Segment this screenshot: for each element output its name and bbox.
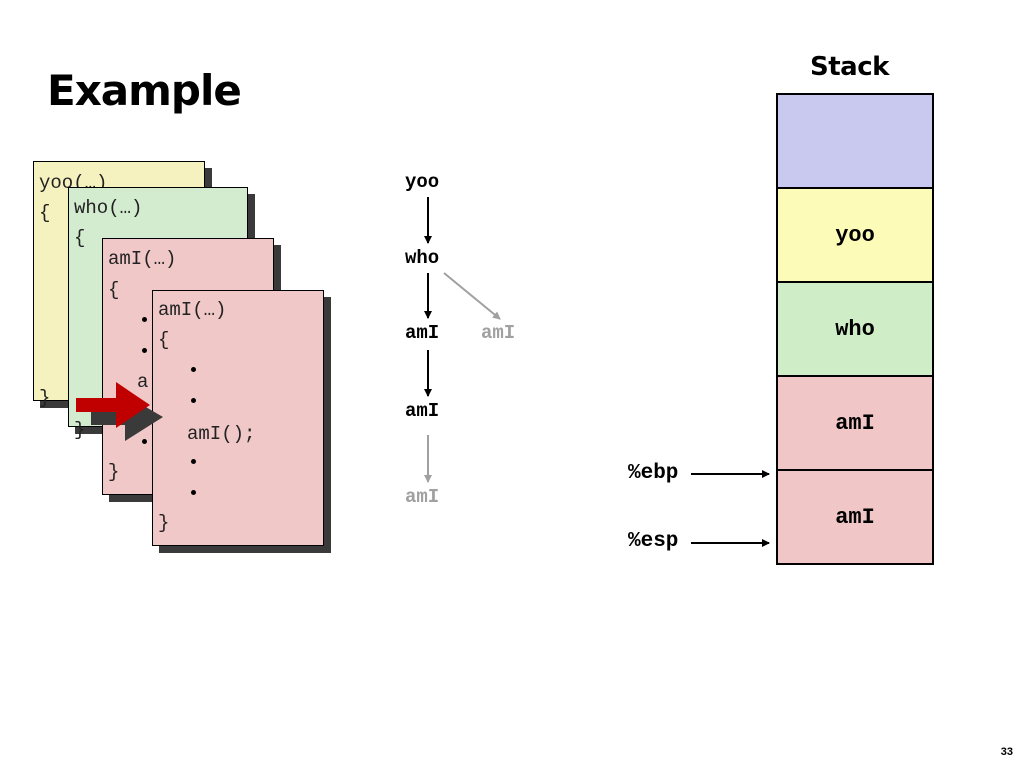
tree-node-who: who: [405, 247, 440, 269]
tree-node-ami-side: amI: [481, 322, 516, 344]
current-execution-arrow-icon: [76, 382, 163, 441]
ellipsis-dot: [142, 439, 147, 444]
stack-frame-who: who: [778, 283, 932, 377]
card-open-brace: {: [158, 329, 170, 351]
stack-frame-yoo: yoo: [778, 189, 932, 283]
stack-frame-ami-2: amI: [778, 471, 932, 563]
ellipsis-dot: [142, 348, 147, 353]
card-open-brace: {: [39, 202, 51, 224]
card-open-brace: {: [74, 227, 86, 249]
tree-node-ami-3: amI: [405, 486, 440, 508]
slide-number: 33: [1000, 746, 1013, 758]
code-card-ami-inner: amI(…) { amI(); }: [152, 290, 324, 546]
tree-node-yoo: yoo: [405, 171, 440, 193]
card-close-brace: }: [39, 387, 51, 409]
card-close-brace: }: [108, 461, 120, 483]
card-close-brace: }: [158, 512, 170, 534]
card-header: amI(…): [158, 299, 227, 321]
register-esp-label: %esp: [628, 530, 679, 553]
edge-who-ami-side: [443, 272, 501, 320]
register-ebp-label: %ebp: [628, 462, 679, 485]
stack-frame-ami-1: amI: [778, 377, 932, 471]
stack: yoo who amI amI: [776, 93, 934, 565]
slide-title: Example: [47, 66, 242, 115]
tree-node-ami-1: amI: [405, 322, 440, 344]
ellipsis-dot: [191, 490, 196, 495]
card-header: who(…): [74, 197, 143, 219]
card-partial-call: a: [137, 371, 149, 393]
stack-title: Stack: [810, 52, 889, 82]
card-open-brace: {: [108, 279, 120, 301]
ellipsis-dot: [191, 459, 196, 464]
tree-node-ami-2: amI: [405, 400, 440, 422]
card-call-statement: amI();: [187, 423, 256, 445]
stack-frame-caller: [778, 95, 932, 189]
ellipsis-dot: [191, 367, 196, 372]
ellipsis-dot: [191, 398, 196, 403]
card-close-brace: }: [74, 419, 86, 441]
card-header: amI(…): [108, 248, 177, 270]
ellipsis-dot: [142, 317, 147, 322]
